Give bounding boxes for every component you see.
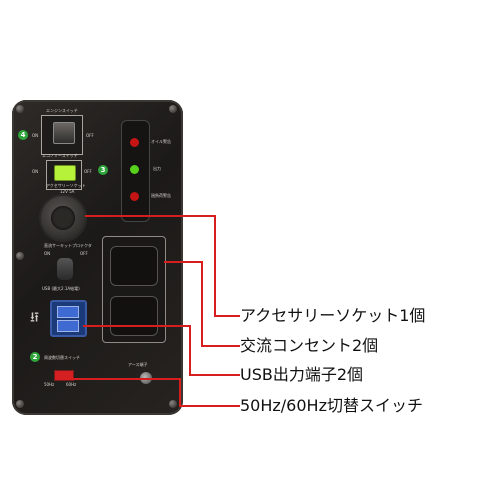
usb-symbol-icon: ⭿ xyxy=(30,310,40,326)
callout-frequency-switch: 50Hz/60Hz切替スイッチ xyxy=(240,396,423,415)
callout-accessory-socket: アクセサリーソケット1個 xyxy=(240,306,426,325)
callout-line-usb xyxy=(83,325,240,376)
overload-lamp xyxy=(130,192,139,201)
panel-screw xyxy=(169,400,177,408)
panel-screw xyxy=(16,400,24,408)
callout-line-ac-outlets xyxy=(164,261,240,347)
overload-label: 過負荷警告 xyxy=(151,193,171,198)
accessory-socket[interactable] xyxy=(41,196,85,240)
breaker-off-label: OFF xyxy=(80,251,88,256)
callout-ac-outlets: 交流コンセント2個 xyxy=(240,336,379,355)
engine-switch-frame xyxy=(41,115,83,155)
dc-circuit-breaker[interactable] xyxy=(57,258,73,280)
accessory-fuse-label: アクセサリーソケット xyxy=(46,183,86,188)
ac-outlet-2[interactable] xyxy=(110,296,158,336)
freq-switch-label: 周波数切替スイッチ xyxy=(44,355,80,360)
callout-line-frequency xyxy=(72,378,240,407)
badge-4: 4 xyxy=(18,130,28,140)
panel-screw xyxy=(16,105,24,113)
hz60-label: 60Hz xyxy=(66,382,77,387)
hz50-label: 50Hz xyxy=(44,382,55,387)
engine-off-label: OFF xyxy=(86,133,94,138)
engine-on-label: ON xyxy=(32,133,39,138)
panel-screw xyxy=(16,252,24,260)
badge-2: 2 xyxy=(30,352,40,362)
panel-screw xyxy=(169,105,177,113)
dc-breaker-label: 直流サーキットプロテクタ xyxy=(44,243,92,248)
callout-usb-ports: USB出力端子2個 xyxy=(240,365,364,384)
accessory-fuse-rating: 12V 5A xyxy=(60,189,75,194)
oil-warning-lamp xyxy=(130,138,139,147)
breaker-on-label: ON xyxy=(44,251,51,256)
ac-outlet-1[interactable] xyxy=(110,246,158,286)
usb-port-group xyxy=(50,300,87,337)
frequency-switch[interactable] xyxy=(54,370,74,381)
oil-warning-label: オイル警告 xyxy=(151,139,171,144)
economy-switch-label: エコノミースイッチ xyxy=(42,153,78,158)
callout-line-accessory xyxy=(85,215,240,317)
usb-label: USB (最大2.1A給電) xyxy=(42,286,80,291)
engine-switch[interactable] xyxy=(53,122,75,144)
engine-switch-label: エンジンスイッチ xyxy=(46,108,78,113)
output-label: 出力 xyxy=(153,166,161,171)
output-lamp xyxy=(130,165,139,174)
economy-switch[interactable] xyxy=(54,165,76,181)
ground-label: アース端子 xyxy=(128,362,148,367)
economy-on-label: ON xyxy=(32,169,39,174)
economy-off-label: OFF xyxy=(84,169,92,174)
usb-port-1[interactable] xyxy=(57,306,79,318)
usb-port-2[interactable] xyxy=(57,320,79,332)
accessory-socket-cap xyxy=(51,206,75,230)
badge-3: 3 xyxy=(98,165,108,175)
